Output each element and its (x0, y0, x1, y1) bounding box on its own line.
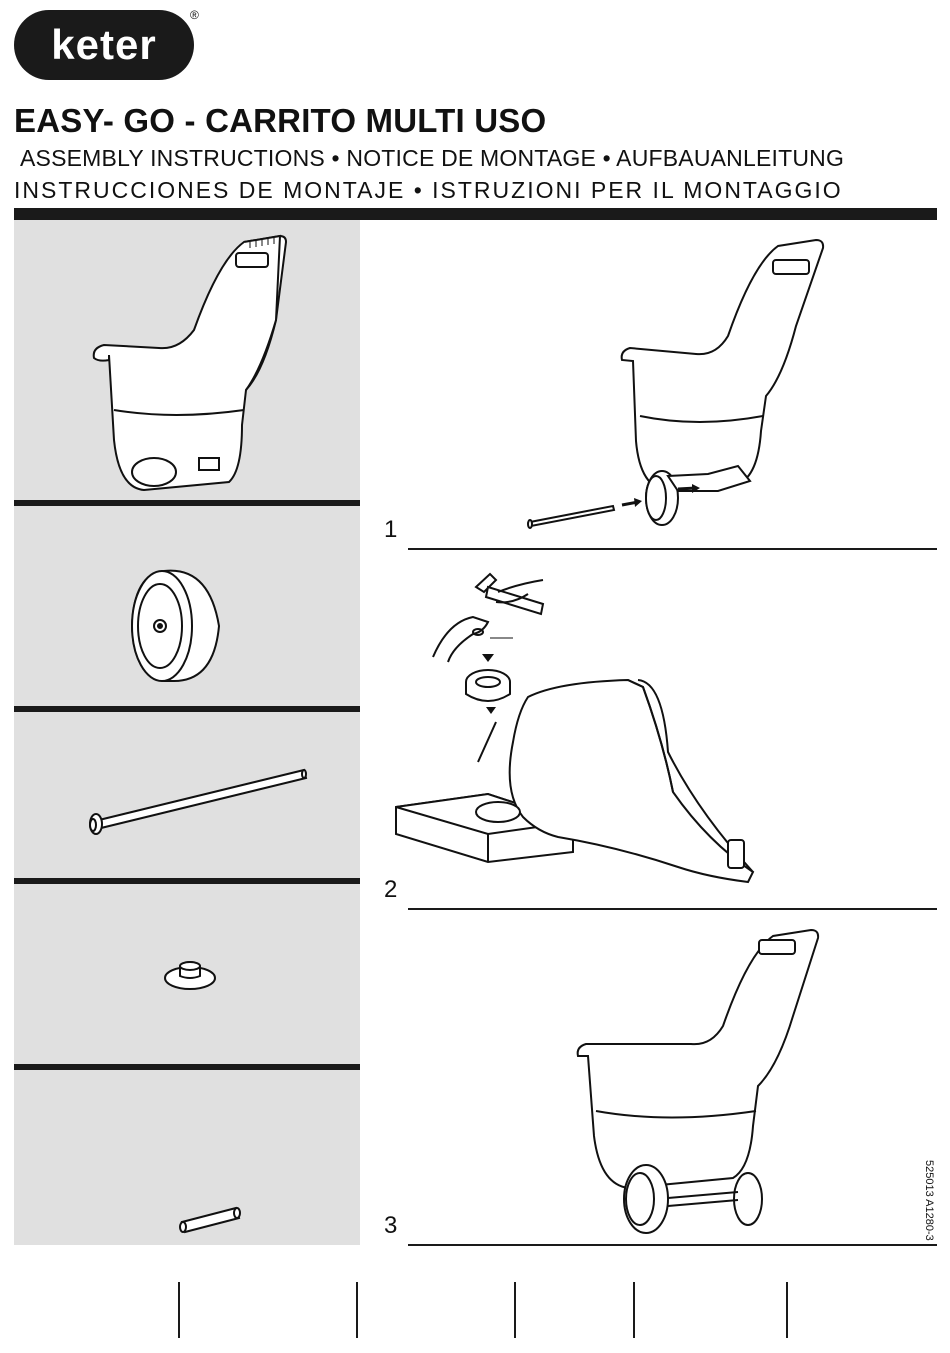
part-cart-body (14, 220, 360, 500)
step-2-rule (408, 908, 937, 910)
step-1-drawing (378, 226, 937, 550)
footer-divider (633, 1282, 635, 1338)
step-2-number: 2 (384, 876, 397, 904)
footer-divider (178, 1282, 180, 1338)
part-axle (14, 712, 360, 878)
step-3-number: 3 (384, 1212, 397, 1240)
subtitle-line-1: ASSEMBLY INSTRUCTIONS • NOTICE DE MONTAG… (20, 145, 844, 172)
footer-divider (356, 1282, 358, 1338)
header-rule (14, 208, 937, 220)
wheel-icon (14, 506, 360, 706)
step-3-drawing (378, 916, 937, 1246)
step-3: 3 (378, 916, 937, 1246)
registered-mark: ® (190, 8, 199, 22)
step-1: 1 (378, 226, 937, 550)
axle-drawing (14, 712, 360, 878)
step-2: 2 (378, 562, 937, 910)
part-wheel (14, 506, 360, 706)
subtitle-line-2: INSTRUCCIONES DE MONTAJE • ISTRUZIONI PE… (14, 177, 843, 204)
document-code: 525013 A1280-3 (923, 1160, 935, 1241)
step-3-rule (408, 1244, 937, 1246)
cap-drawing (14, 884, 360, 1064)
page-title: EASY- GO - CARRITO MULTI USO (14, 102, 546, 140)
footer-divider (786, 1282, 788, 1338)
part-pin (14, 1070, 360, 1245)
footer-divider (514, 1282, 516, 1338)
pin-drawing (14, 1070, 360, 1245)
keter-logo: keter (14, 10, 194, 80)
cart-body-drawing (14, 220, 360, 500)
logo-text: keter (51, 21, 156, 69)
step-2-drawing (378, 562, 937, 910)
part-cap (14, 884, 360, 1064)
step-1-number: 1 (384, 516, 397, 544)
step-1-rule (408, 548, 937, 550)
parts-list (14, 220, 360, 1245)
